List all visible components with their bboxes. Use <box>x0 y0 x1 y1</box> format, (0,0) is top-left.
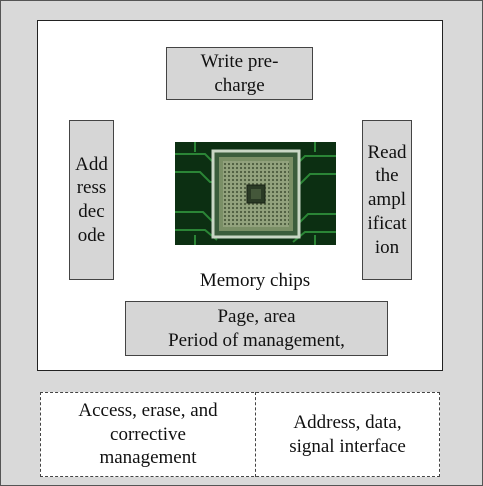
chip-illustration <box>175 142 336 245</box>
management-panel-divider <box>255 392 256 477</box>
read-amplification-box: Read the ampl ificat ion <box>362 120 412 280</box>
page-area-label: Page, area Period of management, <box>168 305 345 351</box>
write-precharge-label: Write pre- charge <box>200 50 279 96</box>
address-decode-label: Add ress dec ode <box>75 153 108 246</box>
page-area-box: Page, area Period of management, <box>125 301 388 356</box>
access-management-label: Access, erase, and corrective management <box>78 399 218 469</box>
address-decode-box: Add ress dec ode <box>69 120 114 280</box>
signal-interface-cell: Address, data, signal interface <box>256 392 439 477</box>
read-amplification-label: Read the ampl ificat ion <box>367 141 407 258</box>
memory-chips-caption: Memory chips <box>199 270 311 291</box>
management-panel <box>40 392 440 477</box>
write-precharge-box: Write pre- charge <box>166 47 313 100</box>
memory-chip-image <box>175 142 336 245</box>
access-management-cell: Access, erase, and corrective management <box>41 392 255 477</box>
signal-interface-label: Address, data, signal interface <box>289 411 406 457</box>
